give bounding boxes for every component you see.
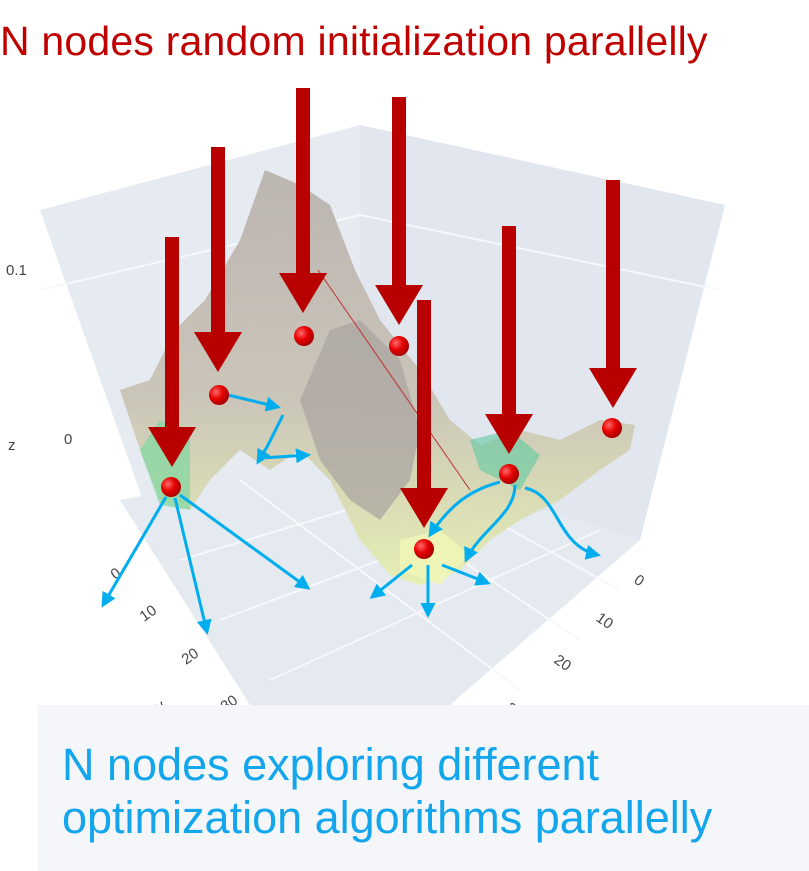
z-tick-0: 0 — [64, 431, 72, 448]
y-tick-20: 20 — [179, 645, 202, 668]
init-arrow-4 — [375, 97, 423, 325]
x-tick-20: 20 — [551, 651, 574, 674]
z-axis-label: z — [8, 437, 16, 454]
node — [602, 418, 622, 438]
init-arrow-3 — [279, 88, 327, 313]
node — [209, 385, 229, 405]
node — [294, 326, 314, 346]
node — [389, 336, 409, 356]
explore-arrows — [101, 393, 601, 635]
explore-arrow — [179, 493, 311, 590]
explore-arrow — [227, 393, 281, 412]
z-axis: 0.1 z 0 — [6, 262, 72, 454]
explore-arrow — [261, 448, 311, 464]
init-arrow-7 — [589, 180, 637, 408]
caption-exploring: N nodes exploring different optimization… — [62, 738, 712, 844]
init-arrow-2 — [194, 147, 242, 372]
init-arrows — [148, 88, 637, 528]
explore-arrow — [101, 496, 168, 608]
y-tick-10: 10 — [137, 602, 160, 625]
x-tick-0: 0 — [631, 571, 648, 590]
caption-line-1: N nodes exploring different — [62, 739, 600, 790]
explore-arrow — [464, 484, 517, 563]
explore-arrow — [173, 497, 212, 635]
explore-arrow — [369, 563, 413, 599]
caption-box — [38, 705, 809, 871]
explore-arrow — [524, 486, 601, 560]
init-arrow-1 — [148, 237, 196, 467]
node — [499, 464, 519, 484]
caption-line-2: optimization algorithms parallelly — [62, 792, 713, 843]
explore-arrow — [441, 563, 491, 586]
title-random-initialization: N nodes random initialization parallelly — [0, 18, 708, 64]
init-arrow-6 — [485, 226, 533, 454]
node — [414, 539, 434, 559]
node — [161, 477, 181, 497]
nodes — [161, 326, 622, 559]
explore-arrow — [256, 414, 285, 465]
init-arrow-5 — [400, 300, 448, 528]
z-tick-0.1: 0.1 — [6, 262, 27, 279]
explore-arrow — [428, 480, 501, 538]
x-tick-10: 10 — [593, 609, 616, 632]
